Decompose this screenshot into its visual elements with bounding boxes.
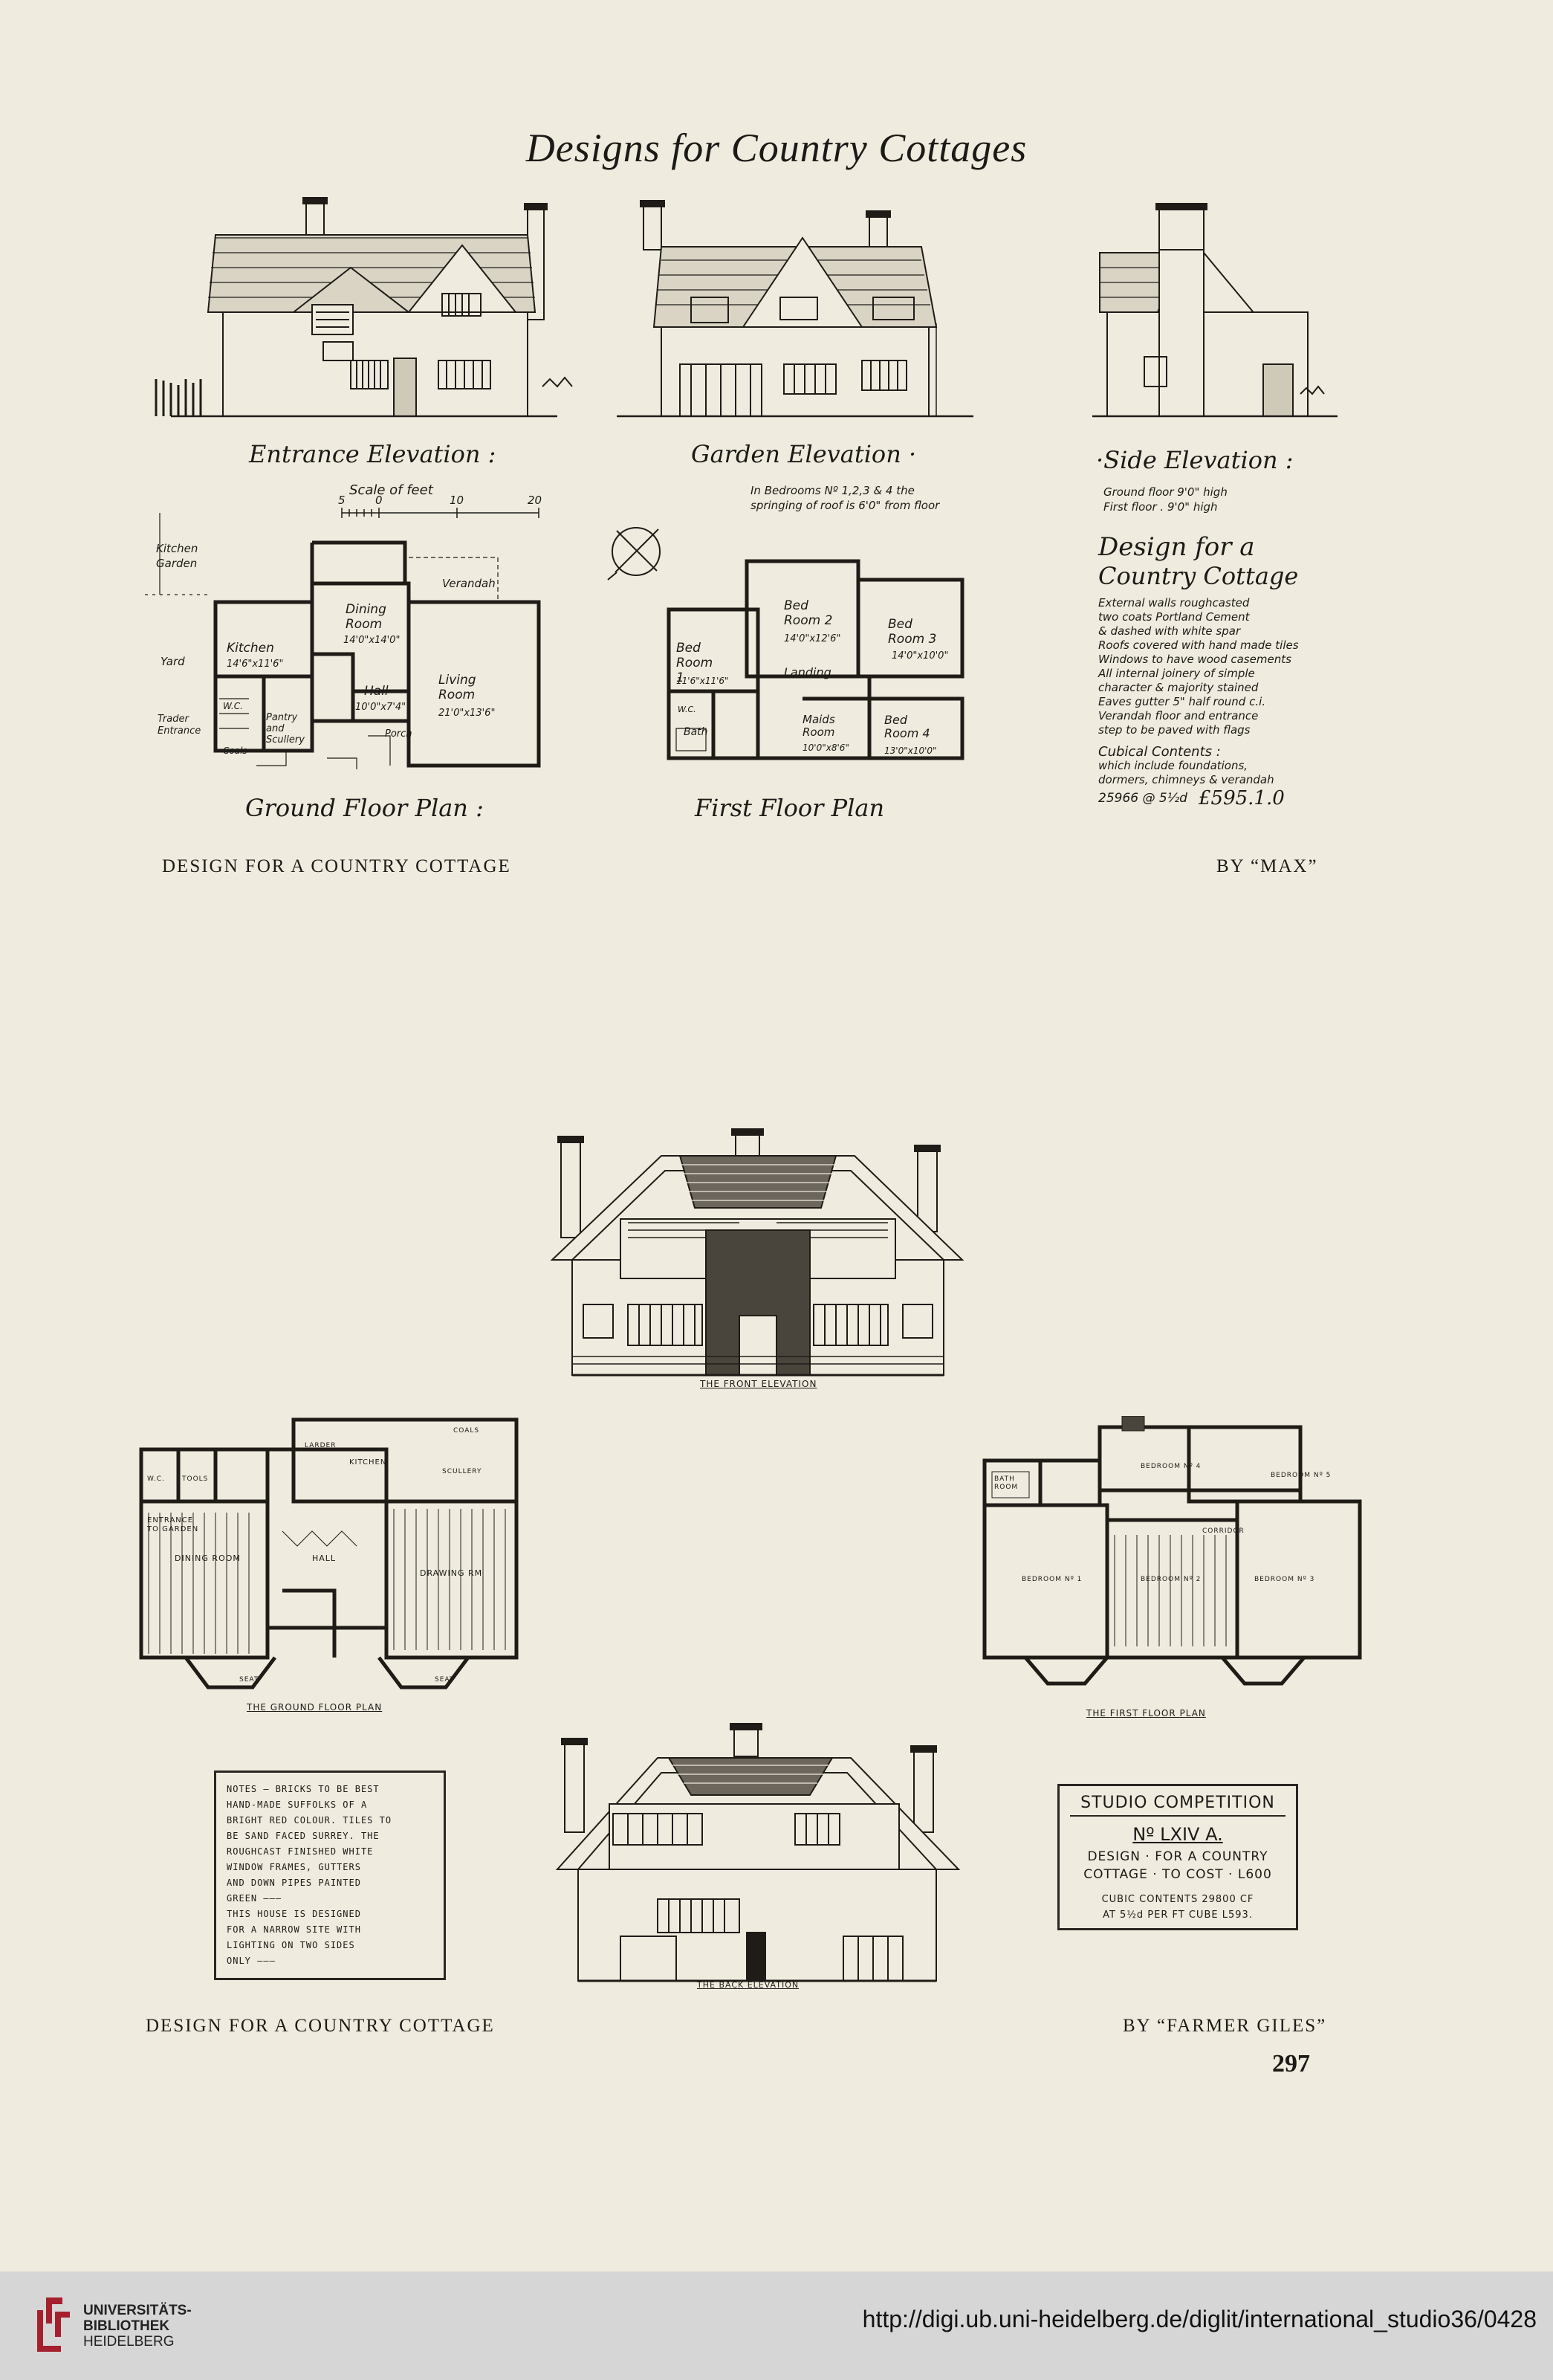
porch-label: Porch: [385, 728, 412, 740]
living-room-label: Living Room: [438, 673, 476, 702]
entrance-to-garden-label: ENTRANCE TO GARDEN: [147, 1516, 199, 1533]
kitchen-garden-label: Kitchen Garden: [156, 542, 198, 570]
kitchen-label-2: KITCHEN: [349, 1458, 387, 1467]
scale-tick-10: 10: [450, 494, 464, 507]
compass-icon: [607, 527, 661, 581]
library-name: UNIVERSITÄTS- BIBLIOTHEK HEIDELBERG: [83, 2303, 192, 2350]
bed-room-4-size: 13'0"x10'0": [884, 746, 937, 756]
bedroom-5-label: BEDROOM Nº 5: [1271, 1472, 1332, 1479]
garden-elevation-label: Garden Elevation ·: [691, 440, 917, 468]
caption-by-farmer-giles: BY “FARMER GILES”: [1123, 2016, 1327, 2036]
hall-label-2: HALL: [312, 1553, 337, 1563]
seat-label-2: SEAT: [435, 1676, 455, 1684]
scanned-page: Designs for Country Cottages: [139, 126, 1362, 2077]
bedroom-3-label: BEDROOM Nº 3: [1254, 1576, 1315, 1583]
dining-room-label-2: DINING ROOM: [175, 1553, 241, 1563]
maids-room-label: Maids Room: [803, 713, 835, 739]
bedroom-1-label: BEDROOM Nº 1: [1022, 1576, 1083, 1583]
scullery-label: SCULLERY: [442, 1468, 482, 1475]
front-elevation-drawing: [550, 1128, 964, 1377]
caption-design-farmer-giles: DESIGN FOR A COUNTRY COTTAGE: [146, 2016, 495, 2036]
spec-heading-2: Country Cottage: [1098, 562, 1299, 590]
living-room-size: 21'0"x13'6": [438, 708, 496, 719]
ground-floor-plan-drawing: [145, 513, 541, 769]
bed-room-2-size: 14'0"x12'6": [784, 633, 841, 644]
first-floor-plan-label: First Floor Plan: [695, 794, 885, 822]
bed-room-2-label: Bed Room 2: [784, 598, 833, 628]
garden-elevation-drawing: [617, 200, 973, 418]
dining-room-label: Dining Room: [346, 602, 386, 632]
bed-room-1-label: Bed Room 1: [676, 641, 713, 685]
cubical-contents-title: Cubical Contents :: [1098, 744, 1221, 760]
side-elevation-drawing: [1092, 203, 1338, 418]
floor-heights-note: Ground floor 9'0" high First floor . 9'0…: [1103, 485, 1228, 514]
drawing-room-label: DRAWING RM: [420, 1568, 483, 1578]
hall-size: 10'0"x7'4": [355, 702, 406, 713]
dining-room-size: 14'0"x14'0": [343, 635, 401, 646]
landing-label: Landing: [784, 665, 831, 679]
spec-heading-1: Design for a: [1098, 532, 1255, 562]
hall-label: Hall: [364, 684, 389, 699]
design2-ground-plan-drawing: [139, 1417, 519, 1689]
competition-box: STUDIO COMPETITION Nº LXIV A. DESIGN · F…: [1057, 1784, 1298, 1930]
page-title: Designs for Country Cottages: [525, 126, 1028, 170]
traders-entrance-label: Trader Entrance: [158, 714, 201, 737]
bath-room-label-2: BATH ROOM: [994, 1475, 1019, 1491]
corridor-label: CORRIDOR: [1202, 1527, 1245, 1535]
first-floor-plan-drawing: [667, 559, 964, 760]
page-number: 297: [1272, 2050, 1310, 2077]
design2-ground-plan-label: THE GROUND FLOOR PLAN: [247, 1702, 383, 1713]
entrance-elevation-label: Entrance Elevation :: [249, 440, 496, 468]
competition-number: Nº LXIV A.: [1132, 1824, 1223, 1845]
scale-tick-20: 20: [528, 494, 542, 507]
verandah-label: Verandah: [442, 577, 496, 590]
maids-room-size: 10'0"x8'6": [803, 743, 849, 753]
bed-room-1-size: 11'6"x11'6": [676, 676, 729, 686]
bath-label: Bath: [684, 726, 708, 738]
back-elevation-label: THE BACK ELEVATION: [697, 1980, 800, 1990]
coals-label: Coals: [223, 746, 247, 756]
design2-first-plan-label: THE FIRST FLOOR PLAN: [1086, 1708, 1206, 1718]
scale-tick-5: 5: [338, 494, 346, 507]
ground-floor-plan-label: Ground Floor Plan :: [245, 794, 484, 822]
scale-bar: [341, 508, 539, 518]
source-url-link[interactable]: http://digi.ub.uni-heidelberg.de/diglit/…: [862, 2306, 1537, 2332]
caption-by-max: BY “MAX”: [1216, 856, 1318, 876]
scale-label: Scale of feet: [349, 482, 433, 498]
university-library-logo-icon: [37, 2297, 70, 2352]
front-elevation-label: THE FRONT ELEVATION: [700, 1379, 817, 1389]
bedroom-2-label: BEDROOM Nº 2: [1141, 1576, 1202, 1583]
pantry-label: Pantry and Scullery: [266, 712, 305, 746]
bed-room-3-label: Bed Room 3: [888, 617, 937, 647]
first-wc-label: W.C.: [678, 705, 696, 714]
competition-title: STUDIO COMPETITION: [1070, 1794, 1285, 1817]
bedroom-4-label: BEDROOM Nº 4: [1141, 1463, 1202, 1470]
entrance-elevation-drawing: [155, 197, 573, 418]
notes-box: NOTES — BRICKS TO BE BEST HAND-MADE SUFF…: [214, 1771, 446, 1980]
kitchen-size: 14'6"x11'6": [227, 659, 284, 670]
coals-label-2: COALS: [453, 1427, 480, 1435]
yard-label: Yard: [161, 655, 185, 668]
design2-first-plan-drawing: [982, 1416, 1362, 1686]
side-elevation-label: ·Side Elevation :: [1096, 446, 1294, 474]
back-elevation-drawing: [555, 1723, 961, 1982]
ground-wc-label: W.C.: [223, 701, 243, 711]
roof-note: In Bedrooms Nº 1,2,3 & 4 the springing o…: [750, 484, 940, 512]
tools-label: TOOLS: [182, 1475, 209, 1483]
caption-design-max: DESIGN FOR A COUNTRY COTTAGE: [162, 856, 511, 876]
bed-room-4-label: Bed Room 4: [884, 713, 930, 740]
scale-tick-0: 0: [375, 494, 383, 507]
kitchen-label: Kitchen: [227, 641, 274, 656]
cubical-calc: 25966 @ 5½d: [1098, 791, 1187, 806]
bed-room-3-size: 14'0"x10'0": [892, 650, 949, 662]
larder-label: LARDER: [305, 1442, 337, 1449]
total-cost: £595.1.0: [1199, 787, 1285, 809]
wc-label-2: W.C.: [147, 1475, 165, 1483]
seat-label-1: SEAT: [239, 1676, 259, 1684]
specification-block: Design for a Country Cottage External wa…: [1098, 532, 1343, 812]
footer-banner: UNIVERSITÄTS- BIBLIOTHEK HEIDELBERG http…: [0, 2271, 1553, 2380]
